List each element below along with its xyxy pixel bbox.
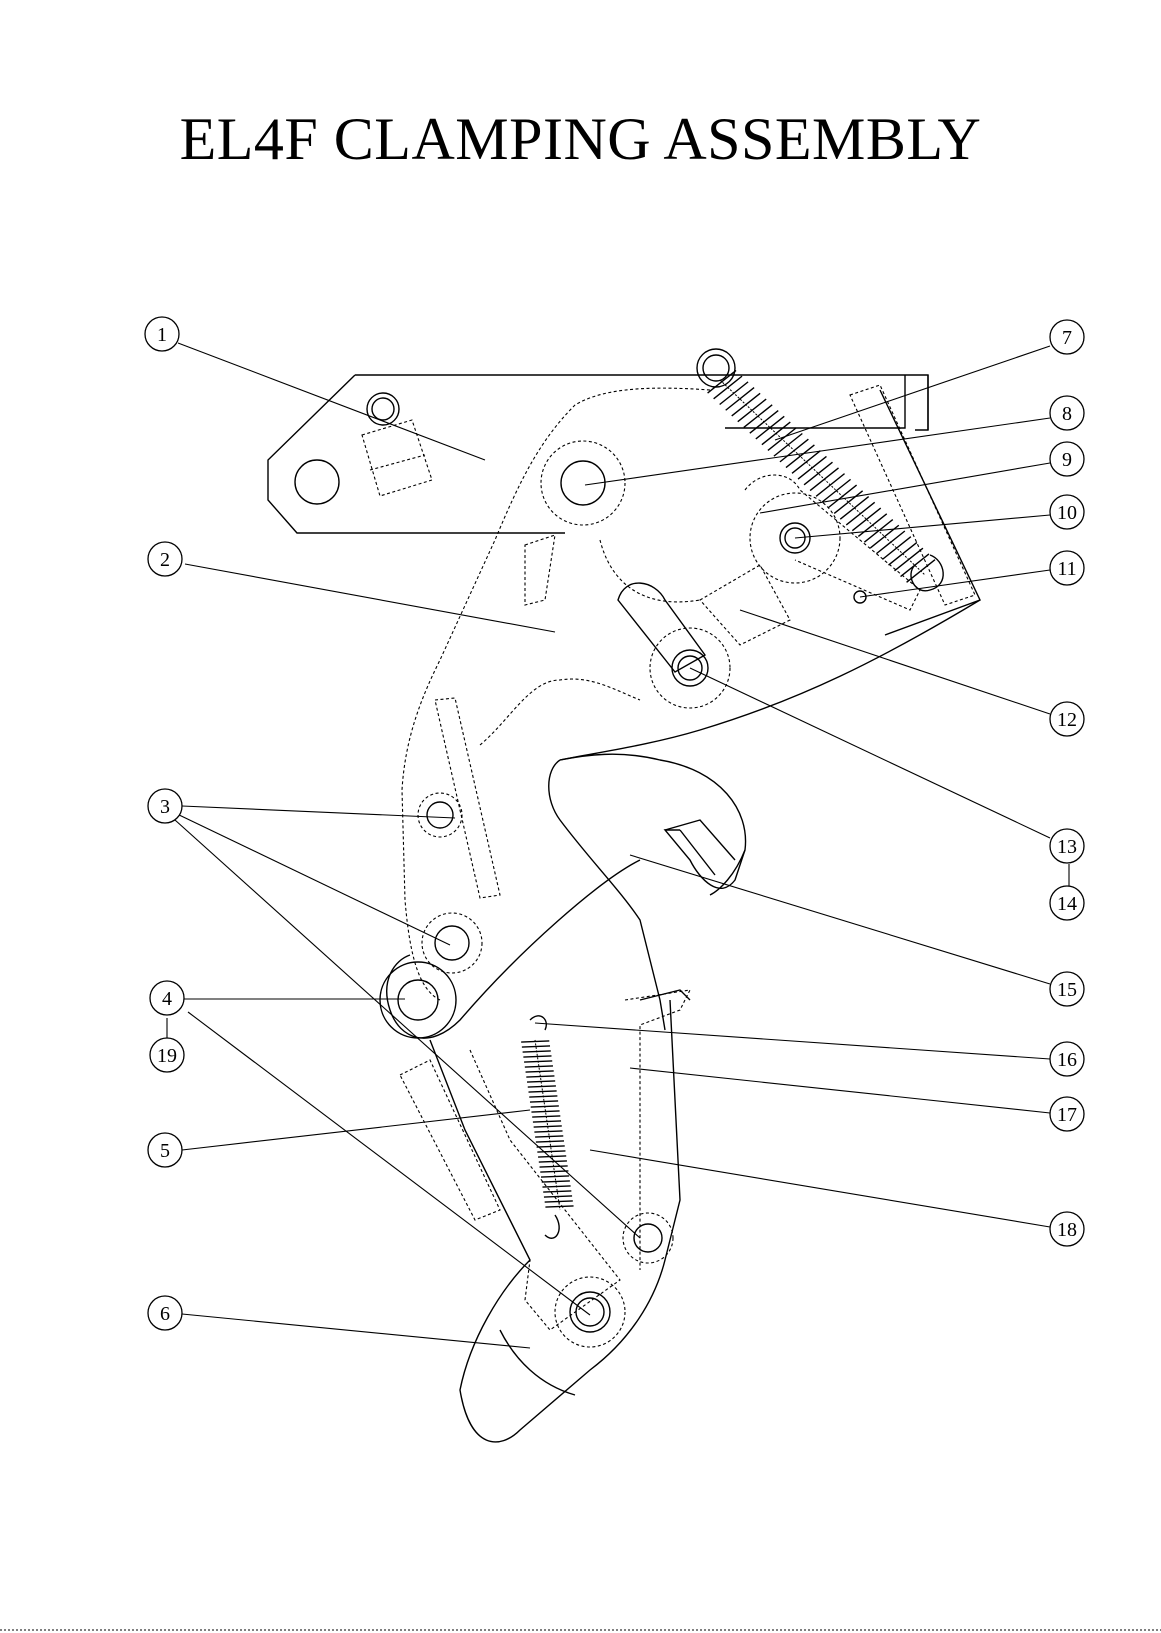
callout-label: 7 — [1062, 327, 1072, 349]
callout-label: 8 — [1062, 403, 1072, 425]
main-body — [402, 388, 710, 1000]
callout-label: 13 — [1057, 836, 1077, 858]
callout-label: 15 — [1057, 979, 1077, 1001]
callout-label: 14 — [1057, 893, 1077, 915]
callout-label: 10 — [1057, 502, 1077, 524]
callout-label: 16 — [1057, 1049, 1077, 1071]
callout-label: 17 — [1057, 1104, 1077, 1126]
callout-label: 18 — [1057, 1219, 1077, 1241]
callout-label: 1 — [157, 324, 167, 346]
callout-12: 12 — [1050, 702, 1084, 736]
callout-19: 19 — [150, 1038, 184, 1072]
jaw — [549, 754, 746, 1030]
callout-label: 19 — [157, 1045, 177, 1067]
spring-bracket — [700, 375, 980, 645]
callout-1: 1 — [145, 317, 179, 351]
callout-label: 2 — [160, 549, 170, 571]
callout-2: 2 — [148, 542, 182, 576]
callout-label: 9 — [1062, 449, 1072, 471]
callout-label: 6 — [160, 1303, 170, 1325]
callout-9: 9 — [1050, 442, 1084, 476]
callout-8: 8 — [1050, 396, 1084, 430]
callout-label: 11 — [1057, 558, 1076, 580]
callout-label: 12 — [1057, 709, 1077, 731]
callout-15: 15 — [1050, 972, 1084, 1006]
link-arm — [560, 493, 980, 760]
callout-label: 3 — [160, 796, 170, 818]
upper-spring — [697, 349, 943, 603]
lower-spring — [521, 1016, 573, 1238]
callout-3: 3 — [148, 789, 182, 823]
callout-18: 18 — [1050, 1212, 1084, 1246]
lower-lever — [380, 860, 690, 1442]
callout-label: 5 — [160, 1140, 170, 1162]
callout-label: 4 — [162, 988, 172, 1010]
callout-10: 10 — [1050, 495, 1084, 529]
callout-13: 13 — [1050, 829, 1084, 863]
callout-16: 16 — [1050, 1042, 1084, 1076]
callout-7: 7 — [1050, 320, 1084, 354]
callout-14: 14 — [1050, 886, 1084, 920]
callout-6: 6 — [148, 1296, 182, 1330]
leader-lines — [167, 343, 1069, 1348]
top-plate — [268, 375, 928, 533]
coil1-windings — [708, 370, 935, 582]
callout-11: 11 — [1050, 551, 1084, 585]
callout-5: 5 — [148, 1133, 182, 1167]
callout-17: 17 — [1050, 1097, 1084, 1131]
callout-4: 4 — [150, 981, 184, 1015]
